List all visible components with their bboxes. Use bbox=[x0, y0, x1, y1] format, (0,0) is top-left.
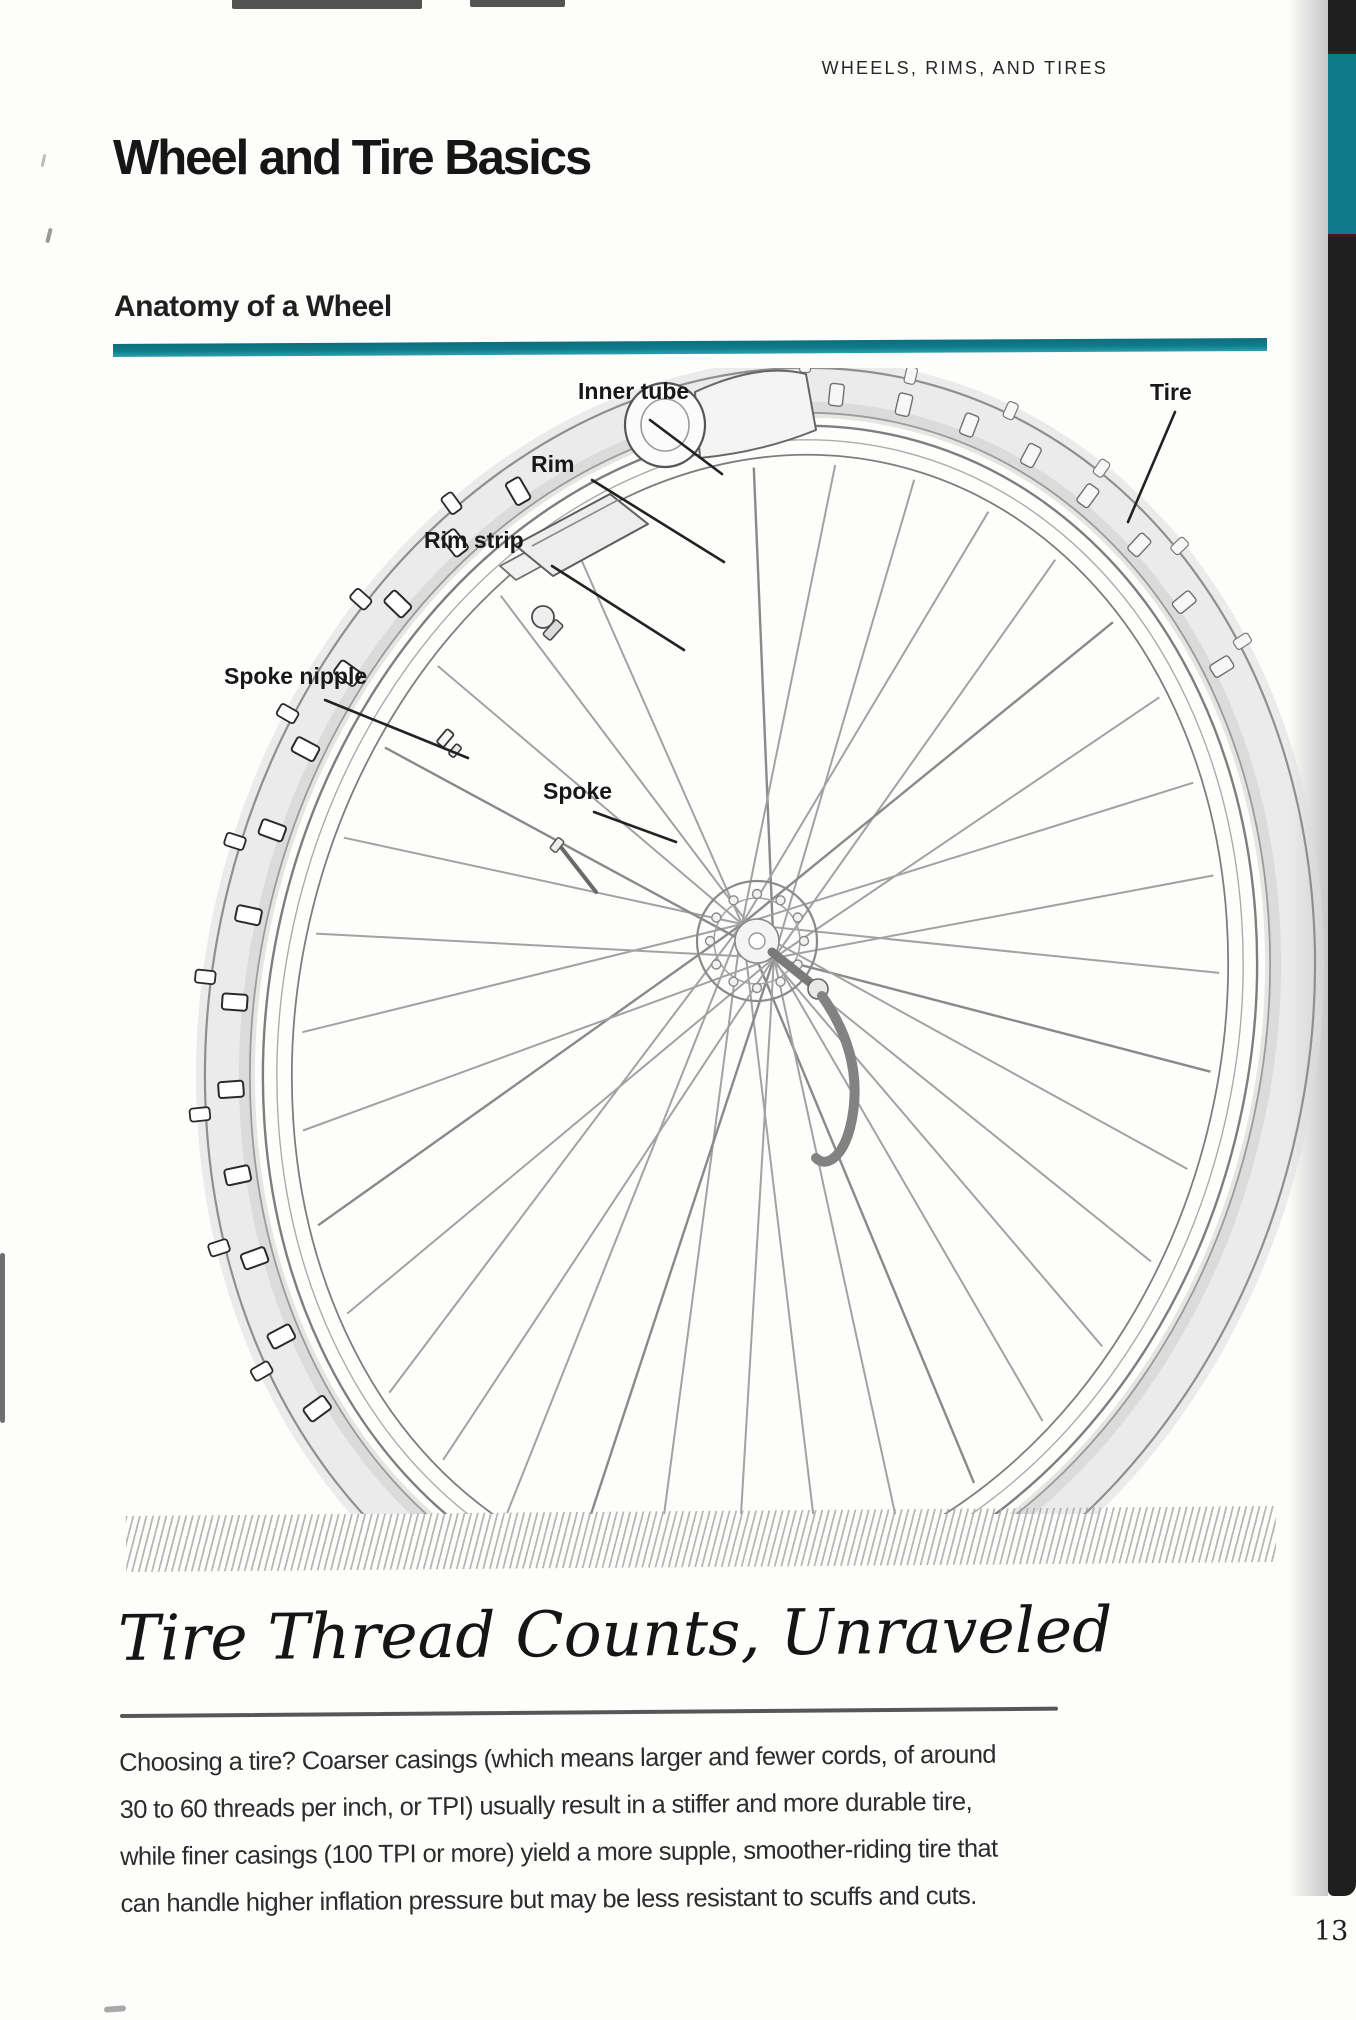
label-spoke: Spoke bbox=[543, 778, 613, 804]
page-title: Wheel and Tire Basics bbox=[113, 131, 592, 185]
leader-spoke bbox=[592, 810, 678, 844]
cutaway-parts bbox=[499, 369, 817, 581]
scan-artifact-left-edge bbox=[0, 1253, 5, 1423]
page-number: 13 bbox=[1314, 1916, 1349, 1947]
scan-artifact-mark bbox=[40, 153, 47, 168]
leader-spoke-nipple bbox=[323, 698, 470, 760]
leader-rim-strip bbox=[550, 564, 686, 652]
book-edge-band bbox=[1328, 0, 1356, 1896]
article-body: Choosing a tire? Coarser casings (which … bbox=[119, 1731, 1101, 1928]
label-tire: Tire bbox=[1150, 379, 1192, 405]
label-inner-tube: Inner tube bbox=[578, 378, 690, 404]
spoke-piece-icon bbox=[549, 837, 598, 894]
label-rim: Rim bbox=[531, 451, 575, 477]
rim-strip-bolt-icon bbox=[531, 605, 564, 641]
scan-artifact-mark bbox=[45, 227, 53, 244]
teal-rule bbox=[112, 337, 1268, 357]
hub bbox=[695, 879, 860, 1167]
spoke-nipple-icon bbox=[436, 728, 462, 758]
scan-artifact-mark bbox=[103, 2005, 127, 2013]
leader-lines bbox=[323, 410, 1177, 844]
leader-tire bbox=[1126, 410, 1177, 524]
wheel-anatomy-illustration bbox=[188, 368, 1325, 1514]
spokes-lines bbox=[302, 464, 1220, 1514]
section-subtitle: Anatomy of a Wheel bbox=[114, 290, 392, 323]
running-header: WHEELS, RIMS, AND TIRES bbox=[821, 58, 1108, 78]
hatched-divider bbox=[125, 1505, 1277, 1572]
leader-inner-tube bbox=[648, 418, 724, 476]
scan-artifact-top-bar bbox=[470, 0, 565, 7]
book-edge-band-teal bbox=[1328, 54, 1356, 234]
label-spoke-nipple: Spoke nipple bbox=[224, 663, 368, 689]
wheel-rings bbox=[195, 368, 1325, 1514]
label-rim-strip: Rim strip bbox=[424, 527, 524, 553]
article-heading-rule bbox=[119, 1706, 1058, 1718]
scan-artifact-top-bar bbox=[232, 0, 422, 9]
leader-rim bbox=[590, 478, 726, 564]
body-line: can handle higher inflation pressure but… bbox=[120, 1881, 977, 1918]
article-heading: Tire Thread Counts, Unraveled bbox=[117, 1593, 1113, 1675]
quick-release-lever bbox=[811, 991, 860, 1167]
tire-tread-knobs bbox=[188, 368, 1252, 1423]
